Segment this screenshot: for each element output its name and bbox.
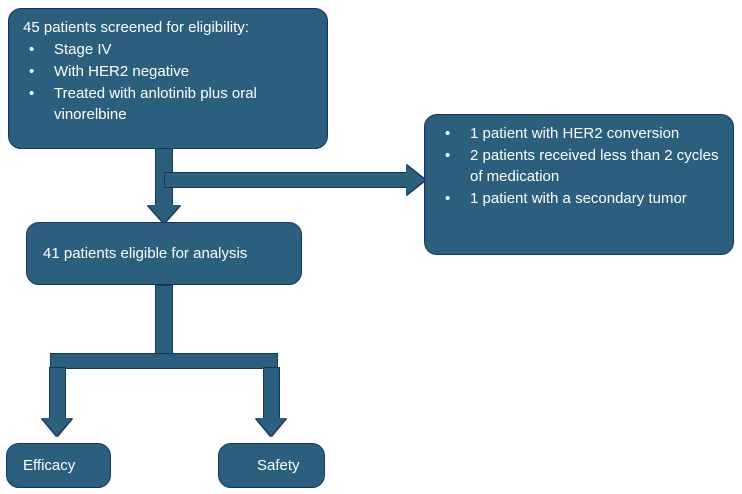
excluded-reasons-list: • 1 patient with HER2 conversion • 2 pat… <box>439 123 721 209</box>
connector-to-efficacy-shaft <box>49 367 66 423</box>
list-item-label: Stage IV <box>54 41 112 58</box>
bullet-icon: • <box>445 190 451 207</box>
list-item: • Treated with anlotinib plus oral vinor… <box>23 83 315 125</box>
list-item-label: 1 patient with a secondary tumor <box>470 190 687 207</box>
connector-eligible-split-bar <box>50 353 278 369</box>
bullet-icon: • <box>29 85 35 102</box>
list-item-label: With HER2 negative <box>54 63 190 80</box>
node-safety: Safety <box>218 443 325 488</box>
bullet-icon: • <box>29 41 35 58</box>
screened-criteria-list: • Stage IV • With HER2 negative • Treate… <box>23 39 315 125</box>
node-patients-screened: 45 patients screened for eligibility: • … <box>8 8 328 149</box>
efficacy-label: Efficacy <box>23 457 76 474</box>
list-item: • 1 patient with a secondary tumor <box>439 188 721 209</box>
list-item: • 1 patient with HER2 conversion <box>439 123 721 144</box>
eligible-label: 41 patients eligible for analysis <box>43 245 248 262</box>
list-item-label: 2 patients received less than 2 cycles o… <box>470 147 719 185</box>
node-excluded-patients-content: • 1 patient with HER2 conversion • 2 pat… <box>425 115 733 218</box>
bullet-icon: • <box>29 63 35 80</box>
arrow-down-icon-to-eligible <box>148 205 180 223</box>
node-efficacy: Efficacy <box>6 443 111 488</box>
screened-lead-text: 45 patients screened for eligibility: <box>23 19 249 36</box>
arrow-right-icon-to-excluded <box>406 165 425 195</box>
list-item: • 2 patients received less than 2 cycles… <box>439 145 721 187</box>
connector-to-safety-shaft <box>263 367 280 423</box>
safety-label: Safety <box>257 457 300 474</box>
arrow-down-icon-to-efficacy <box>42 418 72 436</box>
bullet-icon: • <box>445 147 451 164</box>
list-item-label: 1 patient with HER2 conversion <box>470 125 680 142</box>
node-patients-screened-content: 45 patients screened for eligibility: • … <box>9 9 327 134</box>
node-excluded-patients: • 1 patient with HER2 conversion • 2 pat… <box>424 114 734 255</box>
node-safety-content: Safety <box>219 444 324 487</box>
list-item-label: Treated with anlotinib plus oral vinorel… <box>54 85 257 123</box>
node-efficacy-content: Efficacy <box>7 444 110 487</box>
list-item: • Stage IV <box>23 39 315 60</box>
node-patients-eligible: 41 patients eligible for analysis <box>26 222 302 285</box>
bullet-icon: • <box>445 125 451 142</box>
connector-eligible-split-shaft <box>155 285 173 357</box>
node-patients-eligible-content: 41 patients eligible for analysis <box>27 223 301 284</box>
list-item: • With HER2 negative <box>23 61 315 82</box>
connector-screened-to-excluded-shaft <box>164 172 409 188</box>
arrow-down-icon-to-safety <box>256 418 286 436</box>
